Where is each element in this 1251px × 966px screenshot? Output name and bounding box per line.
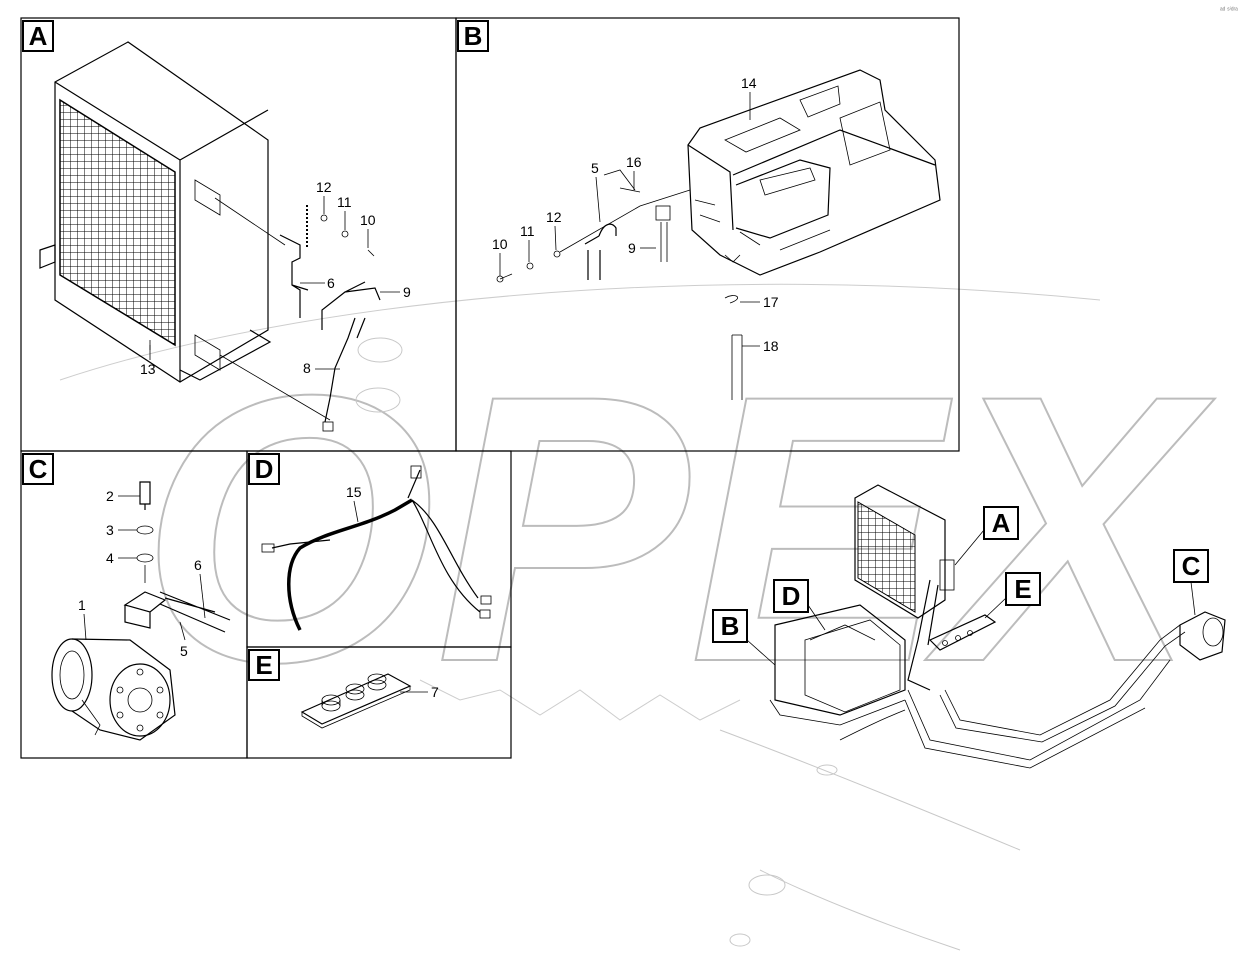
condenser-drawing	[39, 41, 403, 432]
overview-label-e: E	[984, 572, 1041, 619]
panel-label-c: C	[22, 453, 54, 485]
svg-text:C: C	[1182, 551, 1201, 581]
svg-text:A: A	[29, 21, 48, 51]
callouts-panel-b: 14 16 5 12 11 10 9 17 18	[492, 75, 779, 354]
panel-label-a: A	[22, 20, 54, 52]
overview-label-c: C	[1173, 549, 1209, 616]
callout-5: 5	[591, 160, 599, 176]
callouts-panel-e: 7	[400, 684, 439, 700]
callout-12-b: 12	[546, 209, 562, 225]
watermark-opex: OPEX	[59, 283, 1217, 742]
control-panel-drawing	[300, 673, 412, 729]
callout-17: 17	[763, 294, 779, 310]
svg-text:D: D	[255, 454, 274, 484]
overview-label-d: D	[773, 579, 826, 631]
callout-14: 14	[741, 75, 757, 91]
svg-text:E: E	[1014, 574, 1031, 604]
callout-15: 15	[346, 484, 362, 500]
callout-1: 1	[78, 597, 86, 613]
panel-b-frame	[455, 17, 960, 452]
wire-harness-drawing	[261, 465, 492, 631]
callout-13: 13	[140, 361, 156, 377]
callout-18: 18	[763, 338, 779, 354]
callouts-panel-a: 13 12 11 10 6 9 8	[140, 179, 411, 377]
svg-text:B: B	[464, 21, 483, 51]
svg-text:D: D	[782, 581, 801, 611]
svg-text:A: A	[992, 508, 1011, 538]
evaporator-unit-drawing	[496, 69, 941, 400]
callout-2: 2	[106, 488, 114, 504]
callout-9: 9	[403, 284, 411, 300]
callout-6-c: 6	[194, 557, 202, 573]
panel-label-b: B	[457, 20, 489, 52]
compressor-drawing	[51, 481, 231, 741]
callouts-panel-c: 1 2 3 4 6 5	[78, 488, 206, 659]
callout-4: 4	[106, 550, 114, 566]
callout-8: 8	[303, 360, 311, 376]
callout-11: 11	[337, 194, 352, 210]
overview-label-a: A	[954, 506, 1019, 566]
callout-11-b: 11	[520, 223, 535, 239]
callout-10-b: 10	[492, 236, 508, 252]
overview-label-b: B	[712, 609, 776, 666]
panel-label-e: E	[248, 649, 280, 681]
callout-3: 3	[106, 522, 114, 538]
callout-16: 16	[626, 154, 642, 170]
callout-6: 6	[327, 275, 335, 291]
svg-text:B: B	[721, 611, 740, 641]
callout-9-b: 9	[628, 240, 636, 256]
callout-12: 12	[316, 179, 332, 195]
callout-10: 10	[360, 212, 376, 228]
panel-label-d: D	[248, 453, 280, 485]
svg-text:OPEX: OPEX	[140, 316, 1216, 741]
svg-text:C: C	[29, 454, 48, 484]
callouts-panel-d: 15	[346, 484, 362, 523]
svg-text:E: E	[255, 650, 272, 680]
callout-5-c: 5	[180, 643, 188, 659]
panel-e-frame	[246, 646, 512, 759]
corner-mark: ᵃᵈ ˢⁱᵈʳᵃ	[1220, 6, 1238, 14]
overview-assembly-drawing	[719, 484, 1226, 951]
callout-7: 7	[431, 684, 439, 700]
